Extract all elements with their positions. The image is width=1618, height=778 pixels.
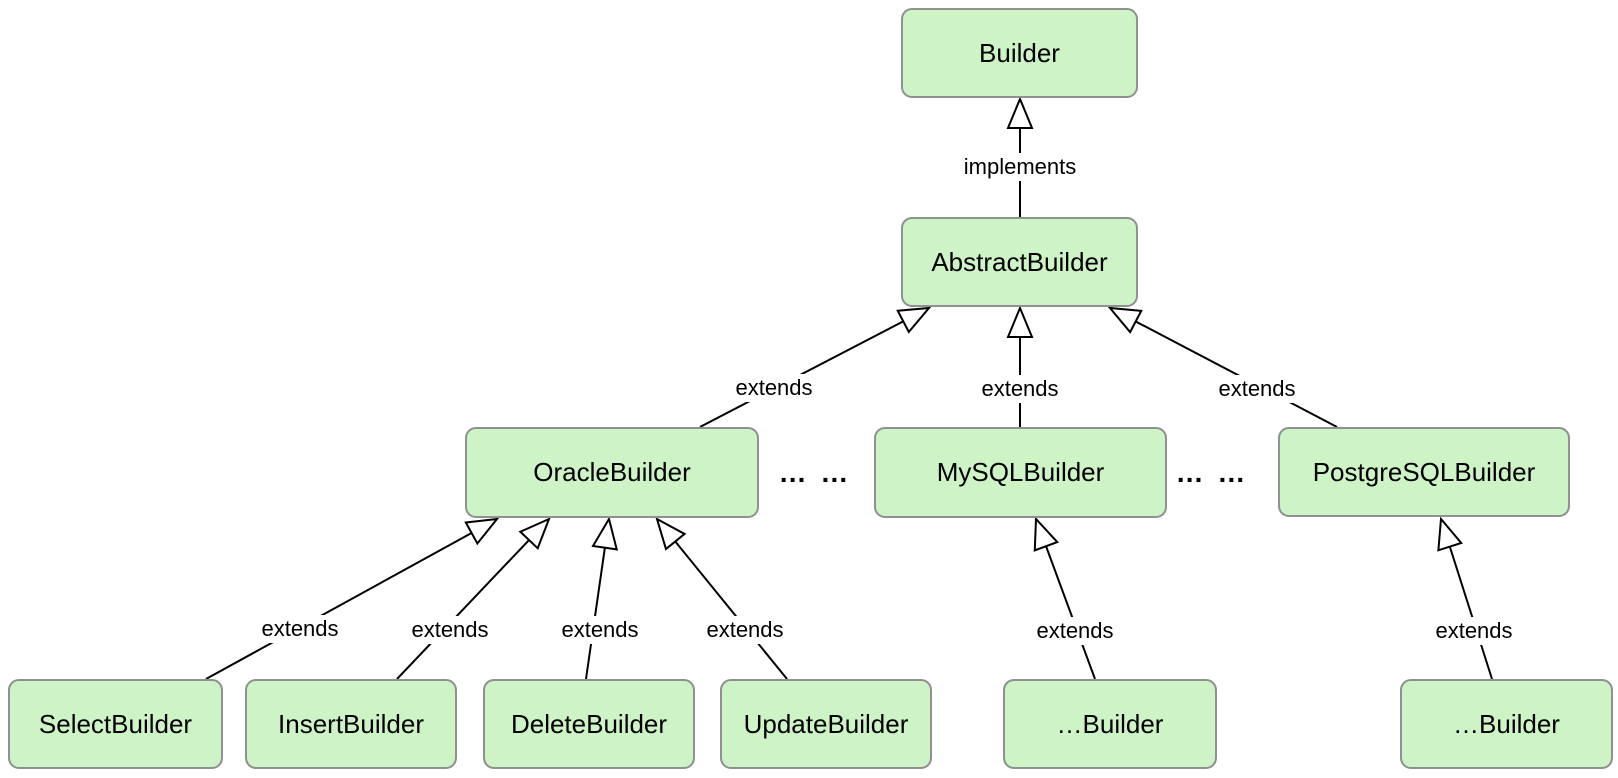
edge-etcbuilder-to-postgresqlbuilder bbox=[1437, 516, 1493, 680]
edge-label-extends-oracle: extends bbox=[727, 374, 821, 402]
edge-label-extends-select: extends bbox=[253, 615, 347, 643]
ellipsis-separator-left: … … bbox=[778, 457, 852, 488]
edge-etcbuilder-to-mysqlbuilder bbox=[1033, 516, 1096, 680]
node-postgresqlbuilder-label: PostgreSQLBuilder bbox=[1312, 456, 1536, 487]
edge-oraclebuilder-to-abstractbuilder bbox=[699, 306, 932, 428]
node-builder: Builder bbox=[901, 8, 1138, 98]
node-mysqlbuilder-label: MySQLBuilder bbox=[936, 457, 1105, 487]
node-etcbuilder-postgresql: …Builder bbox=[1400, 679, 1613, 769]
ellipsis-separator-right: … … bbox=[1175, 457, 1249, 488]
node-oraclebuilder: OracleBuilder bbox=[465, 427, 759, 518]
node-insertbuilder: InsertBuilder bbox=[245, 679, 457, 769]
node-oraclebuilder-label: OracleBuilder bbox=[533, 457, 691, 487]
node-deletebuilder-label: DeleteBuilder bbox=[510, 708, 668, 739]
node-updatebuilder-label: UpdateBuilder bbox=[743, 708, 909, 739]
node-etcbuilder-postgresql-label: …Builder bbox=[1453, 708, 1560, 739]
edge-updatebuilder-to-oraclebuilder bbox=[655, 516, 788, 680]
edge-selectbuilder-to-oraclebuilder bbox=[205, 517, 500, 680]
node-selectbuilder-label: SelectBuilder bbox=[38, 708, 193, 739]
edge-label-extends-postgresql: extends bbox=[1210, 375, 1304, 403]
edge-insertbuilder-to-oraclebuilder bbox=[396, 517, 551, 680]
node-builder-label: Builder bbox=[979, 37, 1060, 68]
edge-label-extends-delete: extends bbox=[553, 616, 647, 644]
node-abstractbuilder-label: AbstractBuilder bbox=[931, 246, 1108, 277]
edge-postgresqlbuilder-to-abstractbuilder bbox=[1107, 306, 1338, 428]
edge-label-extends-insert: extends bbox=[403, 616, 497, 644]
node-etcbuilder-mysql-label: …Builder bbox=[1056, 708, 1164, 739]
node-abstractbuilder: AbstractBuilder bbox=[901, 217, 1138, 307]
node-etcbuilder-mysql: …Builder bbox=[1003, 679, 1217, 769]
edge-label-extends-etc-postgresql: extends bbox=[1427, 617, 1521, 645]
node-insertbuilder-label: InsertBuilder bbox=[278, 708, 424, 739]
edge-label-extends-update: extends bbox=[698, 616, 792, 644]
edge-label-extends-etc-mysql: extends bbox=[1028, 617, 1122, 645]
edge-label-extends-mysql: extends bbox=[973, 375, 1067, 403]
edge-deletebuilder-to-oraclebuilder bbox=[585, 516, 619, 680]
node-updatebuilder: UpdateBuilder bbox=[720, 679, 932, 769]
node-mysqlbuilder: MySQLBuilder bbox=[874, 427, 1167, 518]
node-postgresqlbuilder: PostgreSQLBuilder bbox=[1278, 427, 1570, 517]
edge-label-implements: implements bbox=[955, 153, 1085, 181]
node-deletebuilder: DeleteBuilder bbox=[483, 679, 695, 769]
node-selectbuilder: SelectBuilder bbox=[8, 679, 223, 769]
